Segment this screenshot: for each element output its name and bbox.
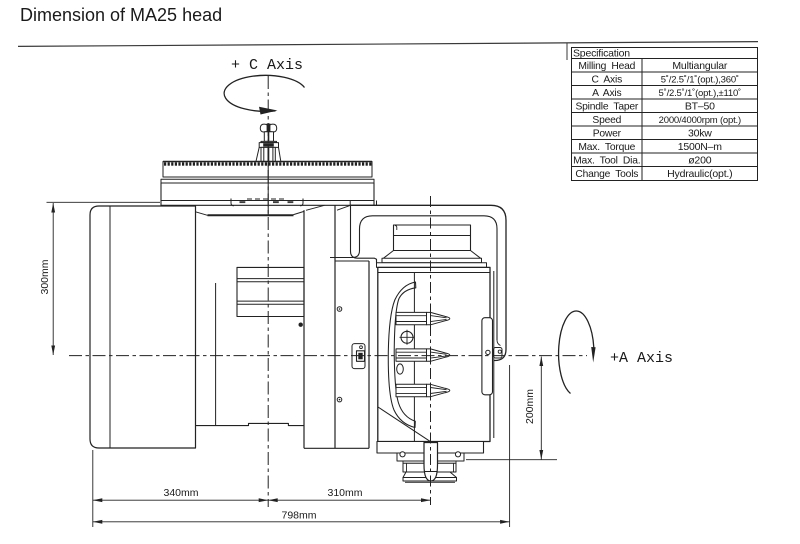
svg-text:2000/4000rpm (opt.): 2000/4000rpm (opt.) [659,115,741,126]
svg-text:798mm: 798mm [281,510,316,522]
svg-text:BT–50: BT–50 [685,100,715,112]
svg-text:1500N–m: 1500N–m [678,141,723,153]
svg-text:30kw: 30kw [688,127,712,139]
svg-text:Max. Torque: Max. Torque [578,142,635,153]
svg-text:200mm: 200mm [524,389,536,424]
svg-text:Change Tools: Change Tools [575,169,638,180]
svg-text:Max. Tool Dia.: Max. Tool Dia. [573,155,640,166]
svg-text:Hydraulic(opt.): Hydraulic(opt.) [667,168,732,180]
svg-text:ø200: ø200 [688,154,711,166]
svg-text:340mm: 340mm [163,487,198,499]
svg-text:300mm: 300mm [39,259,51,294]
svg-text:C Axis: C Axis [592,74,623,85]
svg-text:310mm: 310mm [327,487,362,499]
svg-text:Specification: Specification [573,48,630,60]
svg-text:+A Axis: +A Axis [610,350,673,367]
svg-text:Milling Head: Milling Head [578,61,635,72]
svg-text:5˚/2.5˚/1˚(opt.),360˚: 5˚/2.5˚/1˚(opt.),360˚ [661,74,739,85]
svg-text:5˚/2.5˚/1˚(opt.),±110˚: 5˚/2.5˚/1˚(opt.),±110˚ [659,88,742,99]
svg-text:A Axis: A Axis [592,88,621,99]
svg-text:Dimension of MA25 head: Dimension of MA25 head [20,5,222,25]
svg-text:Speed: Speed [592,115,621,126]
svg-text:Multiangular: Multiangular [672,60,727,72]
svg-text:Power: Power [593,128,622,139]
svg-text:+ C Axis: + C Axis [231,57,303,74]
svg-text:Spindle Taper: Spindle Taper [575,101,638,112]
